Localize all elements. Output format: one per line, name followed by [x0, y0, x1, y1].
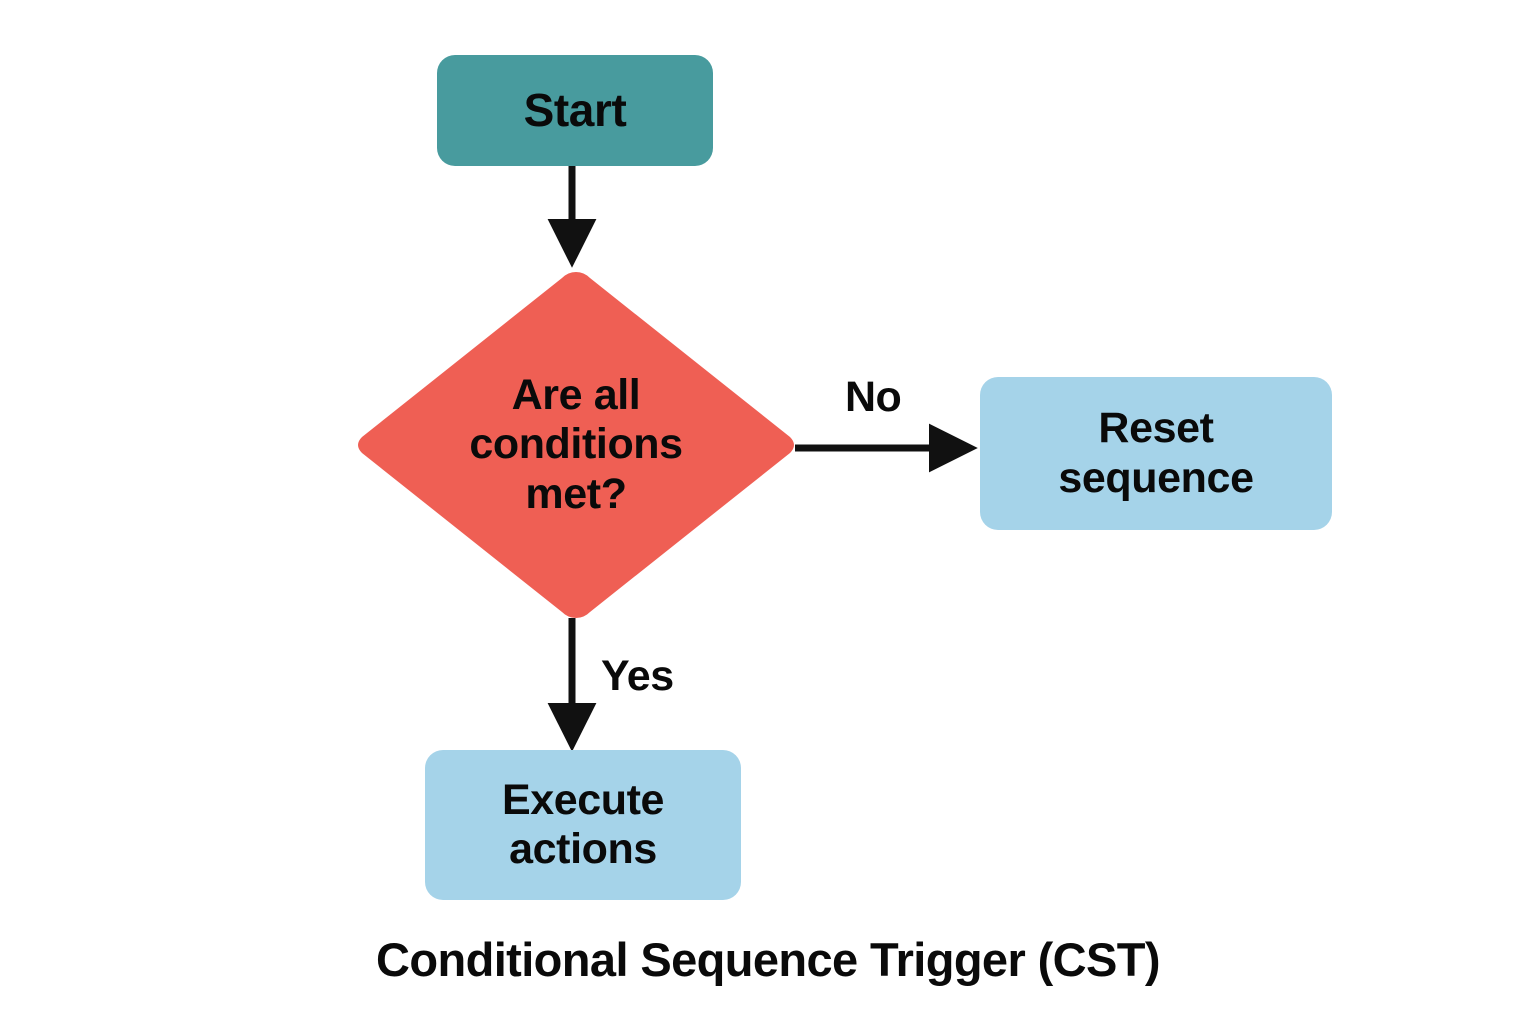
node-reset-label: Reset sequence — [1058, 404, 1254, 502]
flowchart-node-start[interactable]: Start — [437, 55, 713, 166]
edge-label-yes: Yes — [601, 652, 674, 700]
diagram-caption: Conditional Sequence Trigger (CST) — [376, 933, 1160, 986]
node-decision-label: Are all conditions met? — [469, 371, 683, 518]
node-start-label: Start — [523, 84, 627, 137]
flowchart-node-reset[interactable]: Reset sequence — [980, 377, 1332, 530]
diamond-shape — [358, 272, 794, 618]
flowchart-node-execute[interactable]: Execute actions — [425, 750, 741, 900]
edge-label-no: No — [845, 373, 902, 421]
node-execute-label: Execute actions — [501, 775, 665, 873]
flowchart-node-decision[interactable]: Are all conditions met? — [352, 268, 800, 622]
